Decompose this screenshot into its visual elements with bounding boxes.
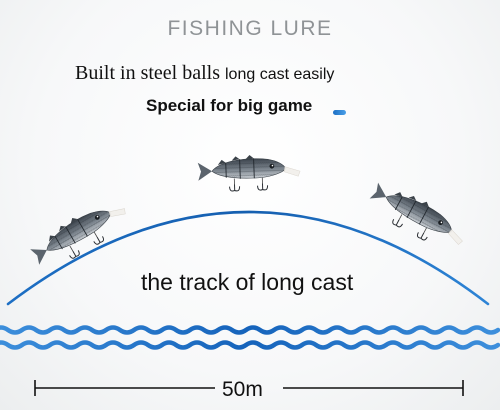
track-label: the track of long cast	[141, 269, 354, 295]
accent-bar	[333, 110, 346, 115]
wave-icon	[0, 328, 498, 348]
cast-arc	[6, 210, 490, 306]
lure-icon	[363, 176, 472, 258]
dimension-arrow-icon	[34, 380, 464, 396]
distance-label: 50m	[222, 378, 263, 401]
feature-line-steel-balls: Built in steel balls long cast easily	[75, 62, 334, 85]
page-title: FISHING LURE	[167, 17, 333, 40]
lure-icon	[26, 192, 134, 276]
feature-long-cast: long cast easily	[225, 66, 335, 83]
lure-icon	[197, 152, 302, 193]
feature-big-game: Special for big game	[146, 96, 313, 115]
feature-steel-balls: Built in steel balls	[75, 62, 220, 84]
